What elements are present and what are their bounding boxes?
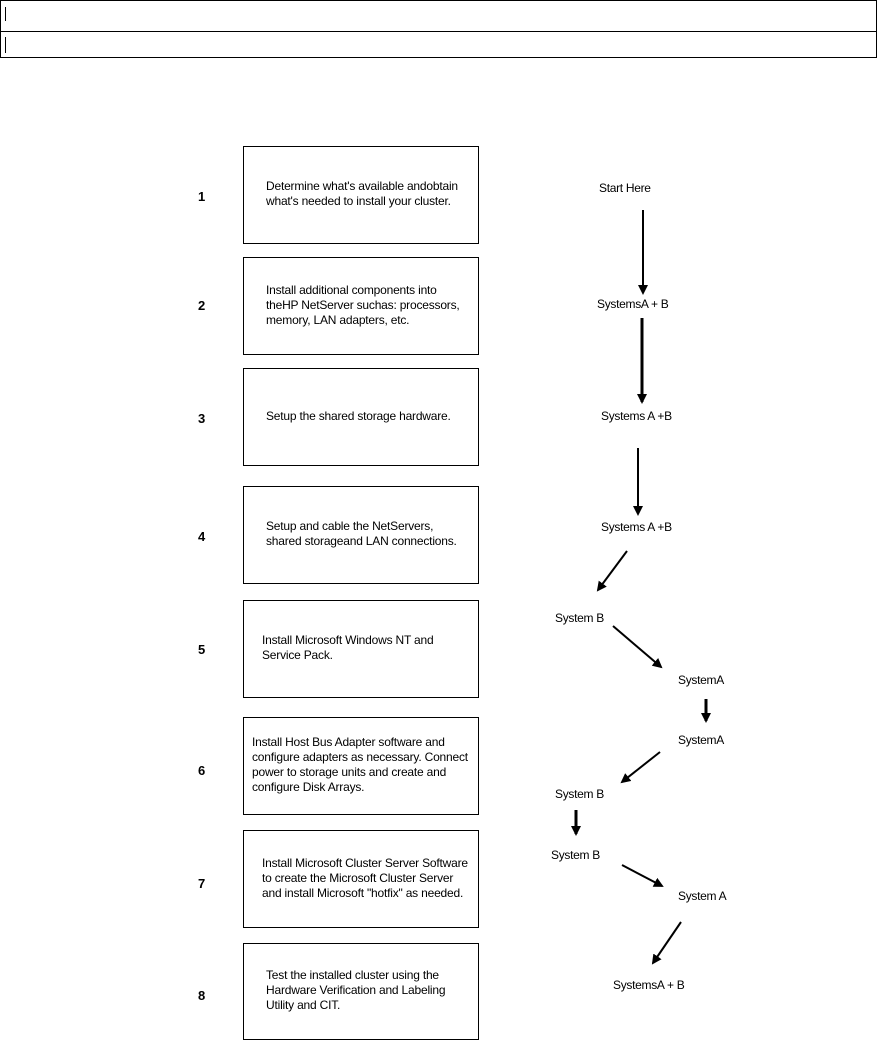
step-text: Test the installed cluster using the Har… — [266, 968, 446, 1012]
flow-arrow — [620, 751, 661, 784]
step-number: 8 — [198, 988, 206, 1003]
flow-label: Systems A +B — [601, 409, 672, 423]
flow-label: System B — [555, 787, 604, 801]
step-text: Install Microsoft Cluster Server Softwar… — [262, 855, 468, 900]
flow-arrow — [596, 550, 628, 592]
flow-label: SystemsA + B — [613, 978, 685, 992]
step-box: Setup the shared storage hardware. — [243, 368, 479, 466]
flow-arrow — [621, 864, 664, 887]
flow-label: System B — [555, 611, 604, 625]
step-text: Setup and cable the NetServers, shared s… — [266, 519, 457, 548]
step-number: 5 — [198, 642, 206, 657]
step-box: Install Microsoft Cluster Server Softwar… — [243, 830, 479, 928]
header-tick — [5, 7, 6, 21]
flow-label: Systems A +B — [601, 520, 672, 534]
step-number: 4 — [198, 529, 206, 544]
step-box: Install Host Bus Adapter software and co… — [243, 717, 479, 815]
step-box: Test the installed cluster using the Har… — [243, 943, 479, 1040]
step-text: Install additional components into theHP… — [266, 282, 460, 327]
step-box: Install additional components into theHP… — [243, 257, 479, 355]
flow-label: SystemA — [678, 733, 724, 747]
step-number: 6 — [198, 763, 206, 778]
step-text: Install Microsoft Windows NT and Service… — [262, 633, 434, 662]
flow-label: System B — [551, 848, 600, 862]
flow-arrow — [651, 921, 682, 965]
step-number: 2 — [198, 298, 206, 313]
flow-label: SystemsA + B — [597, 297, 669, 311]
flow-label: System A — [678, 889, 727, 903]
header-divider — [1, 31, 876, 32]
step-box: Setup and cable the NetServers, shared s… — [243, 486, 479, 584]
step-box: Determine what's available andobtain wha… — [243, 146, 479, 244]
flow-start-label: Start Here — [599, 181, 651, 195]
step-box: Install Microsoft Windows NT and Service… — [243, 600, 479, 698]
step-number: 7 — [198, 876, 206, 891]
header-bar — [0, 0, 877, 58]
flow-arrow — [612, 625, 663, 669]
step-text: Determine what's available andobtain wha… — [266, 179, 458, 208]
step-number: 3 — [198, 411, 206, 426]
flow-label: SystemA — [678, 673, 724, 687]
step-number: 1 — [198, 189, 206, 204]
step-text: Install Host Bus Adapter software and co… — [252, 735, 468, 794]
step-text: Setup the shared storage hardware. — [266, 408, 451, 423]
header-tick — [5, 37, 6, 53]
